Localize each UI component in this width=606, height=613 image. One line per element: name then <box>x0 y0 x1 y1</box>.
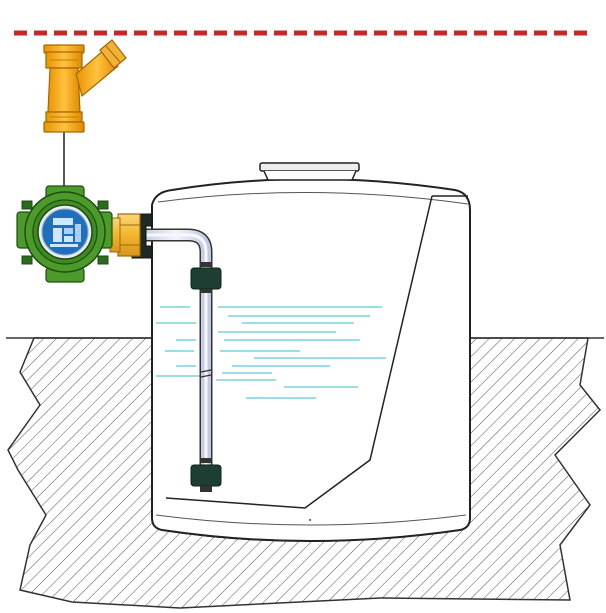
y-strainer <box>43 39 127 133</box>
tank-fitting <box>109 213 153 259</box>
liquid-surface-lines <box>156 306 386 399</box>
sensor-housing <box>16 185 113 283</box>
upper-float <box>190 267 222 290</box>
lower-float <box>190 464 222 487</box>
float-level-probe <box>146 228 222 492</box>
storage-tank <box>151 162 471 542</box>
tank-lid <box>259 162 360 172</box>
